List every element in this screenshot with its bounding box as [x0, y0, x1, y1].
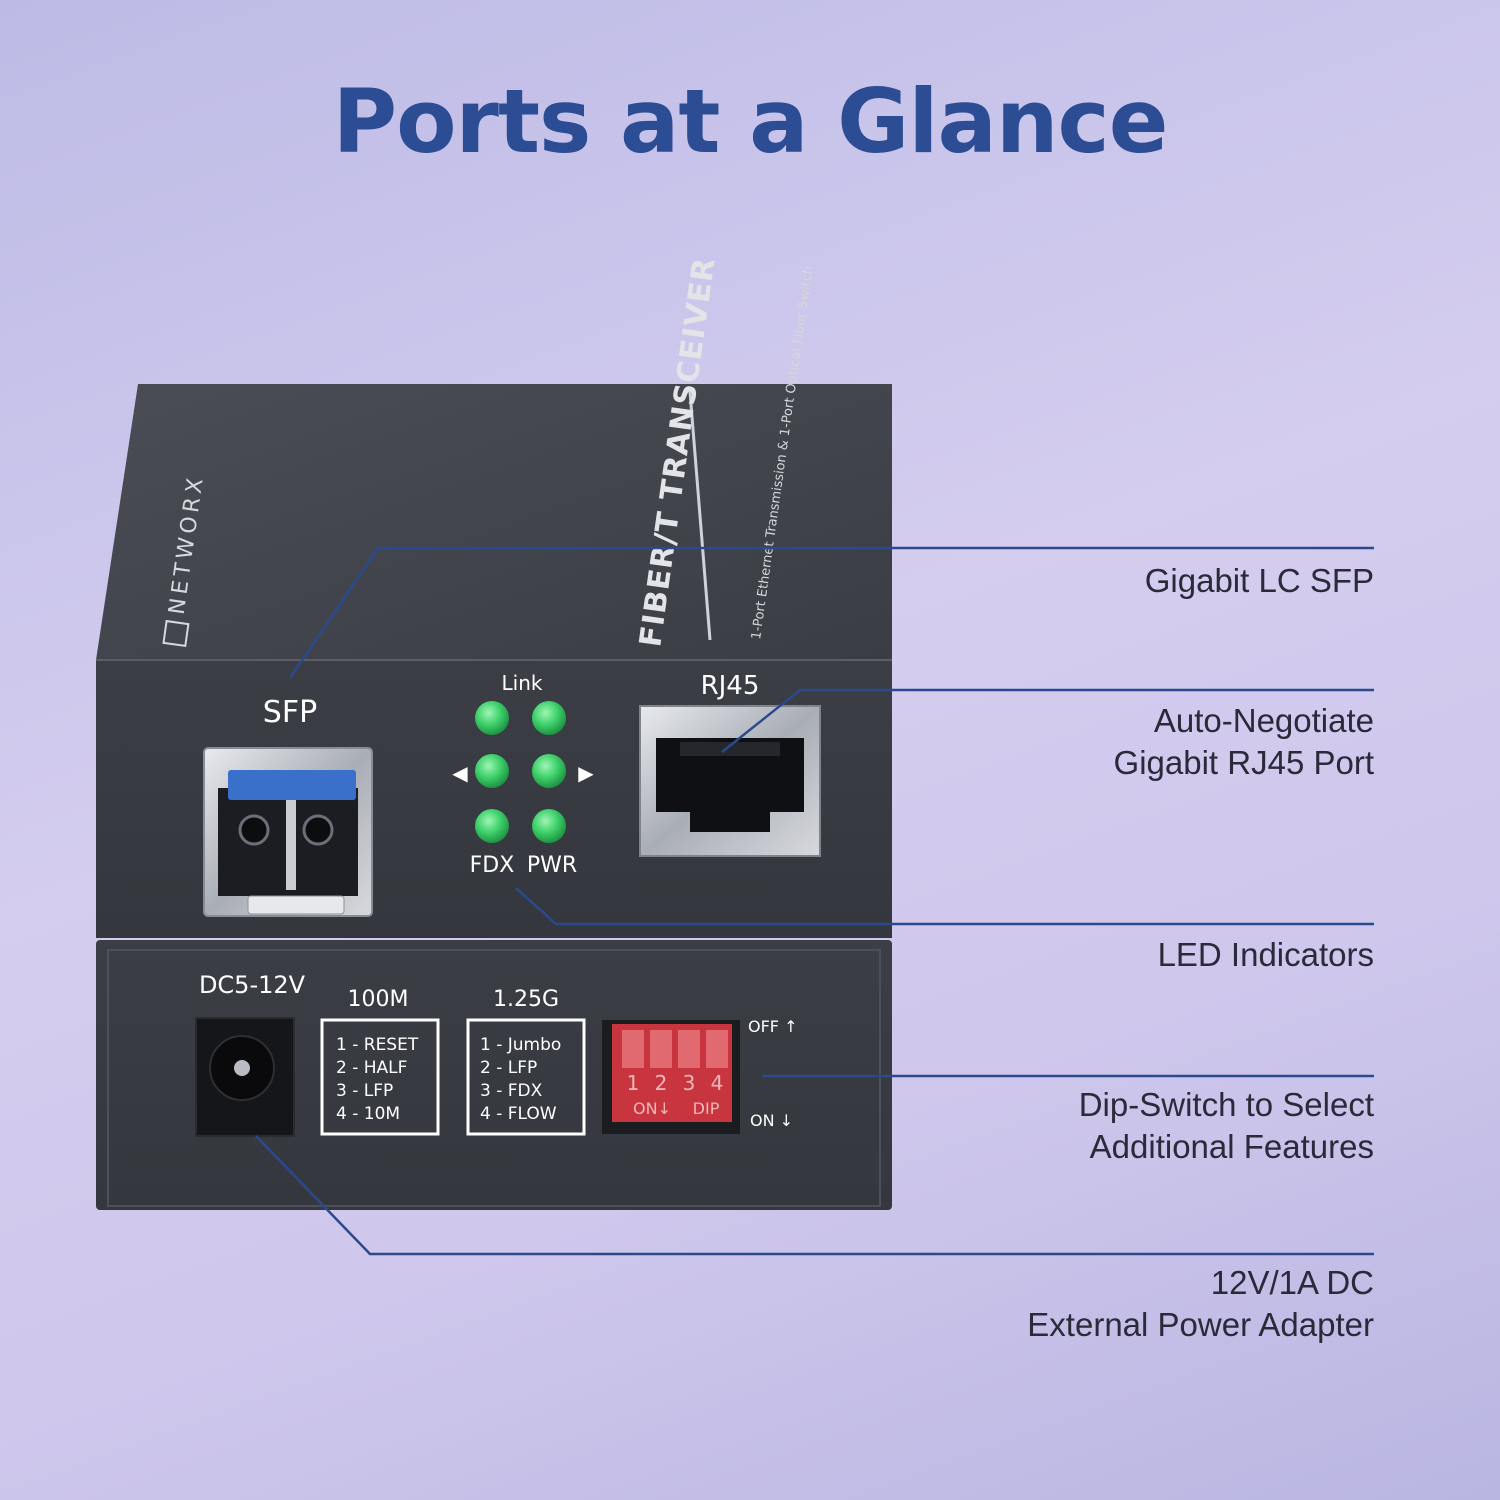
callout-rj45-line-1: Auto-Negotiate	[1153, 702, 1374, 739]
list-item: 3 - LFP	[336, 1081, 393, 1101]
dip-on-label: ON ↓	[750, 1111, 793, 1130]
mode-125g-list: 1 - Jumbo 2 - LFP 3 - FDX 4 - FLOW	[480, 1035, 561, 1124]
led-act-2	[532, 754, 566, 788]
mode-100m-list: 1 - RESET 2 - HALF 3 - LFP 4 - 10M	[336, 1035, 419, 1124]
led-link-1	[475, 701, 509, 735]
page-title: Ports at a Glance	[332, 70, 1169, 173]
callout-led: LED Indicators	[1158, 934, 1374, 976]
pwr-label: PWR	[527, 853, 577, 878]
callout-line-led	[515, 887, 1374, 926]
link-label: Link	[502, 671, 543, 695]
callout-rj45: Auto-Negotiate Gigabit RJ45 Port	[1114, 700, 1374, 784]
callout-power-line-1: 12V/1A DC	[1210, 1264, 1374, 1301]
led-pwr	[532, 809, 566, 843]
callout-led-line-1: LED Indicators	[1157, 936, 1374, 973]
rj45-label: RJ45	[701, 671, 760, 701]
sfp-label: SFP	[263, 695, 317, 730]
dc-power-jack	[195, 1017, 295, 1137]
mode-125g-title: 1.25G	[493, 987, 559, 1012]
dip-off-label: OFF ↑	[748, 1017, 798, 1036]
callout-rj45-line-2: Gigabit RJ45 Port	[1113, 744, 1374, 781]
mode-100m-title: 100M	[348, 987, 409, 1012]
callout-line-rj45	[721, 688, 1374, 753]
list-item: 1 - Jumbo	[480, 1035, 561, 1055]
callout-power: 12V/1A DC External Power Adapter	[1027, 1262, 1374, 1346]
led-link-2	[532, 701, 566, 735]
callout-dip-line-2: Additional Features	[1089, 1128, 1374, 1165]
callout-sfp: Gigabit LC SFP	[1145, 560, 1374, 602]
list-item: 2 - HALF	[336, 1058, 407, 1078]
callout-power-line-2: External Power Adapter	[1027, 1306, 1374, 1343]
callout-line-sfp	[288, 546, 1374, 679]
callout-dip-line-1: Dip-Switch to Select	[1078, 1086, 1374, 1123]
fdx-label: FDX	[470, 853, 515, 878]
led-act-1	[475, 754, 509, 788]
list-item: 1 - RESET	[336, 1035, 419, 1055]
dip-on-text: ON↓	[633, 1099, 671, 1118]
dc-label: DC5-12V	[199, 971, 306, 999]
callout-dip: Dip-Switch to Select Additional Features	[1079, 1084, 1374, 1168]
dip-switch[interactable]: 1 2 3 4 ON↓ DIP	[602, 1020, 740, 1134]
dip-number: 1	[627, 1071, 640, 1095]
rj45-port	[639, 705, 821, 857]
dip-number: 3	[683, 1071, 696, 1095]
sfp-port	[203, 747, 373, 917]
led-fdx	[475, 809, 509, 843]
dip-number: 2	[655, 1071, 668, 1095]
upper-top-face	[96, 384, 892, 660]
list-item: 4 - 10M	[336, 1104, 400, 1124]
callout-lines	[255, 546, 1374, 1256]
list-item: 4 - FLOW	[480, 1104, 557, 1124]
arrow-right-icon: ▶	[578, 761, 594, 785]
callout-sfp-line-1: Gigabit LC SFP	[1144, 562, 1374, 599]
list-item: 2 - LFP	[480, 1058, 537, 1078]
dip-brand-text: DIP	[693, 1099, 720, 1118]
arrow-left-icon: ◀	[452, 761, 468, 785]
callout-line-power	[255, 1135, 1374, 1256]
list-item: 3 - FDX	[480, 1081, 543, 1101]
lower-rear-face	[96, 940, 892, 1210]
dip-number: 4	[711, 1071, 724, 1095]
